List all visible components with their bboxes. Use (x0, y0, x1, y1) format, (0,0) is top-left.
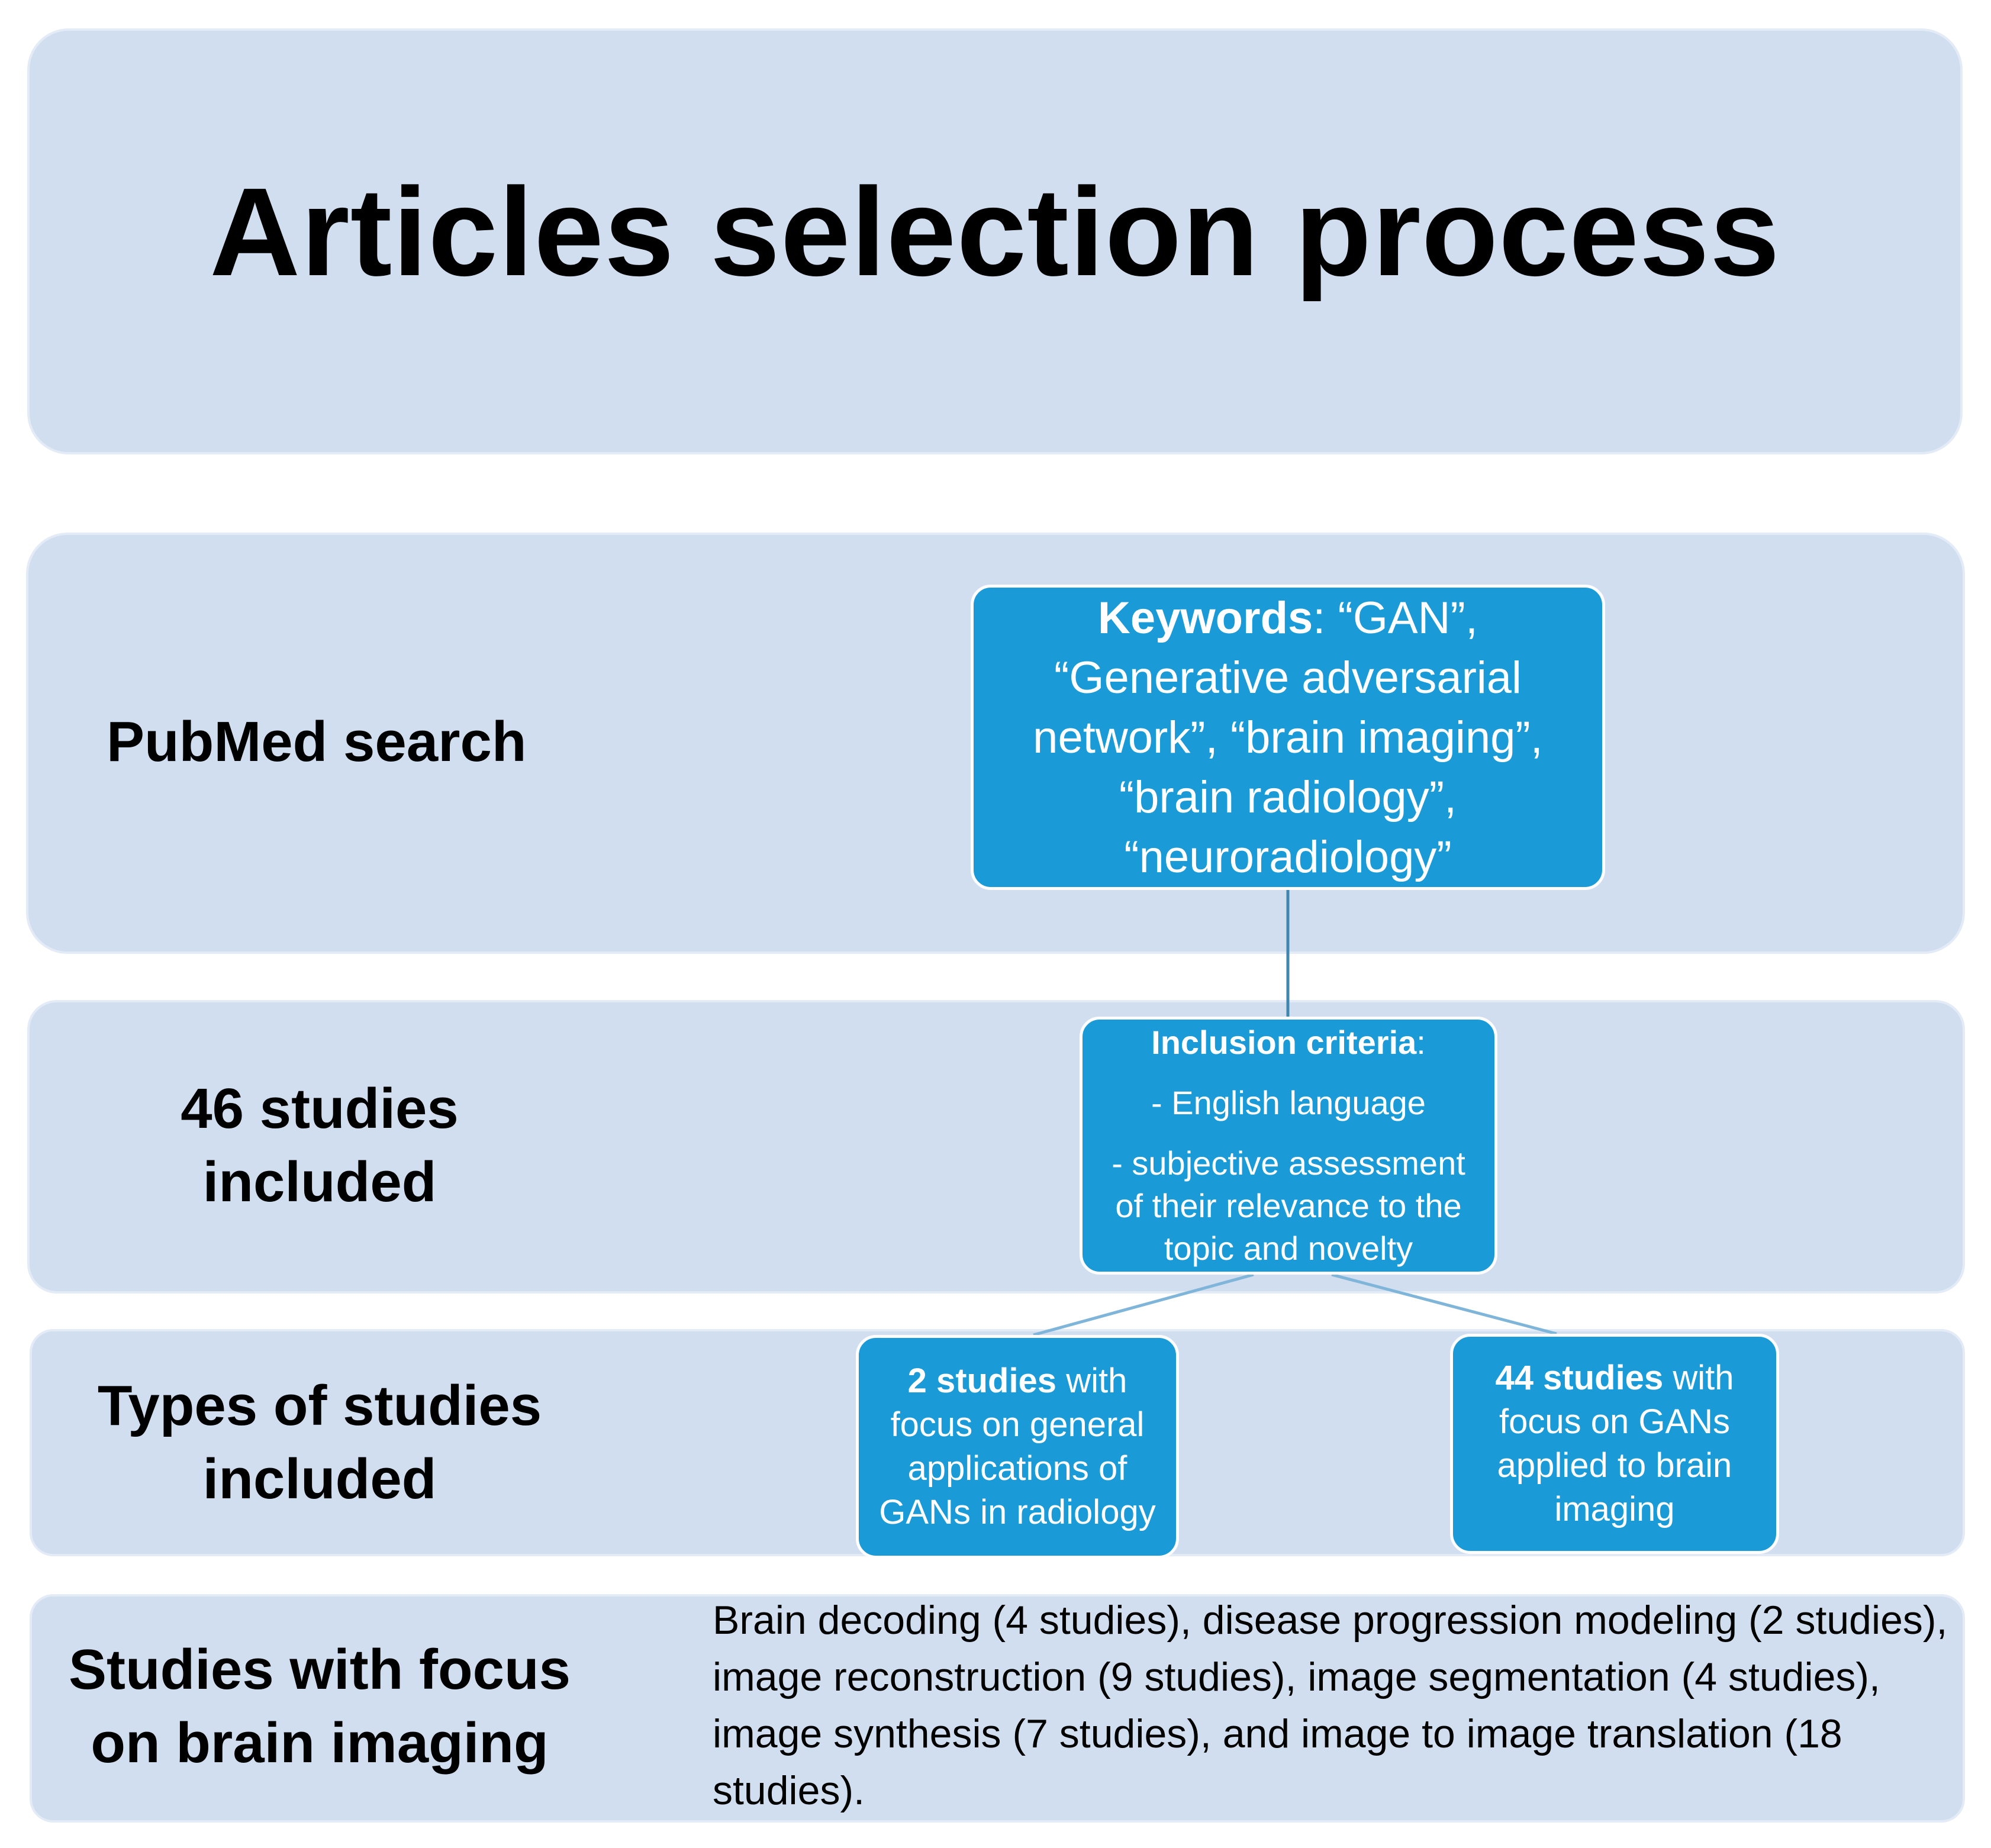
general-box-line: GANs in radiology (879, 1493, 1156, 1531)
general-box-line: focus on general (890, 1405, 1145, 1444)
brain-imaging-band (30, 1594, 1965, 1823)
brain-box-line: imaging (1554, 1490, 1675, 1528)
studies-included-label-line: included (202, 1150, 437, 1214)
brain-box-line: 44 studies with (1462, 1356, 1767, 1400)
general-box-line-text: with (1056, 1362, 1127, 1400)
brain-imaging-label-line: on brain imaging (91, 1711, 549, 1775)
inclusion-item: - English language (1151, 1084, 1426, 1121)
inclusion-heading-line: Inclusion criteria: (1094, 1021, 1483, 1064)
general-box-line: applications of (907, 1449, 1127, 1488)
inclusion-item-line: - subjective assessment (1112, 1144, 1465, 1182)
keywords-line: “Generative adversarial (1054, 652, 1522, 703)
brain-box-count: 44 studies (1495, 1359, 1664, 1397)
types-of-studies-label-line: included (202, 1447, 437, 1511)
studies-included-label-line: 46 studies (181, 1077, 459, 1140)
brain-imaging-summary: Brain decoding (4 studies), disease prog… (713, 1598, 1948, 1813)
inclusion-heading: Inclusion criteria (1151, 1024, 1417, 1061)
brain-box-line-text: with (1663, 1359, 1734, 1397)
types-of-studies-label: Types of studies included (83, 1369, 556, 1516)
inclusion-item-line: of their relevance to the (1115, 1187, 1462, 1224)
brain-imaging-label: Studies with focus on brain imaging (36, 1633, 604, 1780)
general-applications-box: 2 studies with focus on general applicat… (856, 1335, 1179, 1559)
brain-imaging-box: 44 studies with focus on GANs applied to… (1450, 1334, 1779, 1554)
general-box-count: 2 studies (907, 1362, 1057, 1400)
types-of-studies-label-line: Types of studies (97, 1374, 542, 1437)
inclusion-criteria-box: Inclusion criteria: - English language -… (1080, 1017, 1497, 1275)
general-box-line: 2 studies with (868, 1359, 1167, 1403)
spacer (1094, 1124, 1483, 1142)
brain-imaging-label-line: Studies with focus (68, 1638, 571, 1701)
keywords-line: “neuroradiology” (1124, 831, 1452, 882)
keywords-line: network”, “brain imaging”, (1033, 712, 1543, 763)
spacer (1094, 1064, 1483, 1082)
title-band: Articles selection process (27, 28, 1963, 454)
keywords-line: Keywords: “GAN”, (991, 588, 1584, 648)
keywords-line-text: : “GAN”, (1313, 592, 1478, 643)
brain-box-line: applied to brain (1497, 1446, 1732, 1485)
keywords-box: Keywords: “GAN”, “Generative adversarial… (971, 585, 1605, 890)
studies-included-label: 46 studies included (118, 1072, 521, 1219)
pubmed-search-label: PubMed search (107, 705, 533, 779)
page-title: Articles selection process (210, 162, 1780, 302)
inclusion-item-line: topic and novelty (1164, 1230, 1413, 1267)
brain-box-line: focus on GANs (1499, 1402, 1731, 1441)
pubmed-search-label-text: PubMed search (107, 710, 527, 773)
keywords-line: “brain radiology”, (1119, 772, 1457, 823)
inclusion-heading-suffix: : (1416, 1024, 1426, 1061)
keywords-heading: Keywords (1098, 592, 1313, 643)
studies-included-band (27, 1000, 1965, 1294)
